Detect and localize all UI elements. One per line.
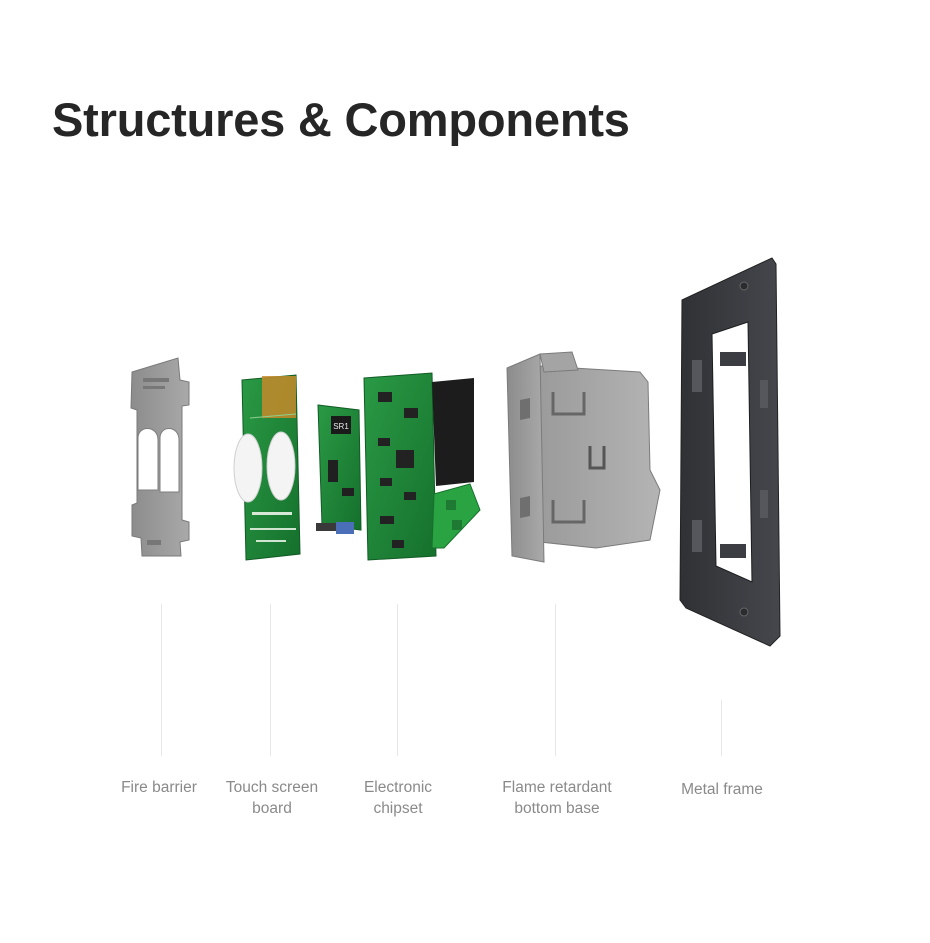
pcb-label-sr1: SR1	[333, 422, 349, 431]
label-electronic-chipset: Electronic chipset	[363, 779, 433, 817]
electronic-chipset-part: SR1	[316, 372, 481, 561]
page-title: Structures & Components	[52, 93, 630, 146]
label-touch-screen-board: Touch screen board	[225, 779, 319, 817]
label-flame-retardant-bottom-base: Flame retardant bottom base	[502, 779, 612, 817]
label-fire-barrier: Fire barrier	[121, 779, 197, 796]
label-metal-frame: Metal frame	[681, 781, 763, 798]
leader-line-touch-screen-board	[270, 604, 271, 756]
touch-screen-board-part	[233, 374, 301, 561]
leader-line-metal-frame	[721, 700, 722, 756]
leader-line-bottom-base	[555, 604, 556, 756]
flame-retardant-base-part	[506, 351, 661, 563]
leader-line-electronic-chipset	[397, 604, 398, 756]
leader-line-fire-barrier	[161, 604, 162, 756]
metal-frame-part	[679, 257, 781, 647]
fire-barrier-part	[130, 357, 190, 557]
